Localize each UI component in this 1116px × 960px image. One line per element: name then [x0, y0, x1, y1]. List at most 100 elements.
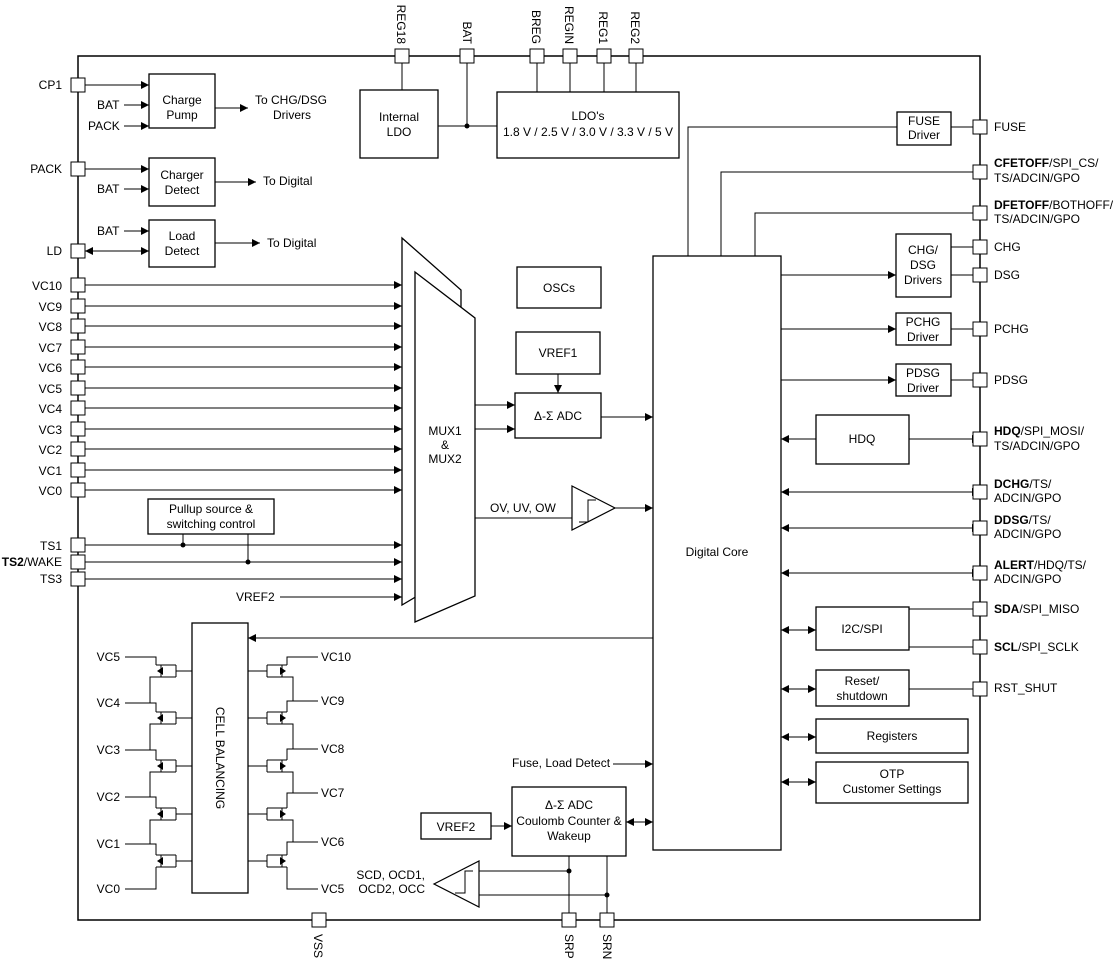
balance-fets-left: [125, 656, 192, 890]
pin-ddsg-line2: ADCIN/GPO: [994, 527, 1061, 541]
ldos-block: [496, 91, 680, 159]
pin-vc3-label: VC3: [39, 423, 63, 437]
vref1-label: VREF1: [539, 346, 578, 360]
pin-regin-label: REGIN: [562, 6, 576, 44]
pdsg-driver-block: [895, 363, 952, 397]
pin-dfetoff-rest: /BOTHOFF/: [1049, 198, 1114, 212]
pin-vc0-label: VC0: [39, 484, 63, 498]
balance-right-vc6: VC6: [321, 835, 345, 849]
pin-ts1: [70, 537, 86, 553]
i2c-spi-block: [815, 606, 910, 651]
pin-hdq: [972, 431, 988, 447]
pin-vc0: [70, 482, 86, 498]
pin-reg2-label: REG2: [628, 11, 642, 44]
cell-balancing-block: [191, 622, 249, 894]
balance-right-vc10: VC10: [321, 650, 351, 664]
ov-uv-ow-label: OV, UV, OW: [490, 501, 556, 515]
pullup-line1: Pullup source &: [169, 502, 253, 516]
pin-ts2-label: TS2/WAKE: [2, 555, 62, 569]
pin-ddsg-rest: /TS/: [1029, 513, 1052, 527]
cc-adc-line1: Δ-Σ ADC: [545, 798, 593, 812]
pin-dsg: [972, 267, 988, 283]
pin-reg18-label: REG18: [394, 5, 408, 45]
internal-ldo-line1: Internal: [379, 110, 419, 124]
pin-scl-bold: SCL: [994, 640, 1018, 654]
internal-ldo-block: [359, 89, 439, 159]
pin-dfetoff: [972, 205, 988, 221]
bottom-pins: VSS SRP SRN: [311, 912, 615, 959]
cc-adc-block: [511, 786, 627, 857]
pin-vss: [311, 912, 327, 928]
cp-pack-label: PACK: [88, 119, 120, 133]
pin-dchg-label: DCHG/TS/: [994, 477, 1052, 491]
pin-chg-label: CHG: [994, 240, 1021, 254]
pin-sda: [972, 601, 988, 617]
charge-pump-line2: Pump: [166, 108, 198, 122]
balance-right-vc9: VC9: [321, 694, 345, 708]
to-drivers-line1: To CHG/DSG: [255, 93, 327, 107]
reset-block: [815, 669, 910, 707]
pin-vc7-label: VC7: [39, 341, 63, 355]
pin-vc1-label: VC1: [39, 464, 63, 478]
pin-fuse: [972, 119, 988, 135]
pin-pack-label: PACK: [30, 162, 62, 176]
pin-hdq-line2: TS/ADCIN/GPO: [994, 439, 1080, 453]
pin-pchg: [972, 321, 988, 337]
balance-left-vc0: VC0: [97, 882, 121, 896]
pin-alert-bold: ALERT: [994, 558, 1035, 572]
balance-right-vc7: VC7: [321, 786, 345, 800]
pin-ts2-bold: TS2: [2, 555, 24, 569]
balance-right-vc5: VC5: [321, 882, 345, 896]
pin-hdq-label: HDQ/SPI_MOSI/: [994, 424, 1085, 438]
cell-balancing-label: CELL BALANCING: [213, 707, 227, 809]
pin-pchg-label: PCHG: [994, 322, 1029, 336]
pin-srn: [599, 912, 615, 928]
fuse-driver-line2: Driver: [908, 128, 940, 142]
fuse-driver-line1: FUSE: [908, 114, 940, 128]
digital-core-label: Digital Core: [686, 545, 749, 559]
reset-line2: shutdown: [836, 689, 887, 703]
pin-cfetoff-label: CFETOFF/SPI_CS/: [994, 156, 1099, 170]
pdsg-line2: Driver: [907, 381, 939, 395]
pullup-line2: switching control: [167, 517, 256, 531]
pin-vc8: [70, 318, 86, 334]
pin-scl-rest: /SPI_SCLK: [1018, 640, 1079, 654]
charger-detect-block: [148, 157, 216, 207]
registers-block: [815, 718, 969, 754]
pin-dchg-line2: ADCIN/GPO: [994, 491, 1061, 505]
charger-detect-line2: Detect: [165, 183, 200, 197]
vref1-block: [515, 331, 601, 375]
pin-vc7: [70, 339, 86, 355]
balance-left-vc2: VC2: [97, 790, 121, 804]
pin-chg: [972, 239, 988, 255]
pin-vc10-label: VC10: [32, 279, 62, 293]
internal-ldo-line2: LDO: [387, 125, 412, 139]
pin-srn-label: SRN: [600, 934, 614, 959]
pin-cfetoff-line2: TS/ADCIN/GPO: [994, 171, 1080, 185]
pin-ld: [70, 243, 86, 259]
pin-cp1: [70, 77, 86, 93]
digital-core-block: [652, 255, 782, 851]
ldos-title: LDO's: [572, 109, 605, 123]
pin-pack: [70, 161, 86, 177]
pin-vc5: [70, 380, 86, 396]
pin-sda-rest: /SPI_MISO: [1019, 602, 1079, 616]
pin-ts3: [70, 571, 86, 587]
pin-dsg-label: DSG: [994, 268, 1020, 282]
balance-left-vc4: VC4: [97, 696, 121, 710]
pin-reg2: [628, 48, 644, 64]
pin-alert-line2: ADCIN/GPO: [994, 572, 1061, 586]
pin-breg: [529, 48, 545, 64]
pin-dfetoff-label: DFETOFF/BOTHOFF/: [994, 198, 1114, 212]
vref2-label: VREF2: [437, 820, 476, 834]
pchg-line2: Driver: [907, 330, 939, 344]
pchg-driver-block: [895, 312, 952, 346]
vc-mux-lines: [85, 281, 402, 494]
chg-dsg-drivers-block: [895, 233, 952, 298]
balance-left-vc1: VC1: [97, 837, 121, 851]
pin-reg1-label: REG1: [596, 11, 610, 44]
pin-rst-shut-label: RST_SHUT: [994, 681, 1058, 695]
to-digital-1: To Digital: [263, 174, 312, 188]
pin-vc2: [70, 441, 86, 457]
pin-scl-label: SCL/SPI_SCLK: [994, 640, 1079, 654]
